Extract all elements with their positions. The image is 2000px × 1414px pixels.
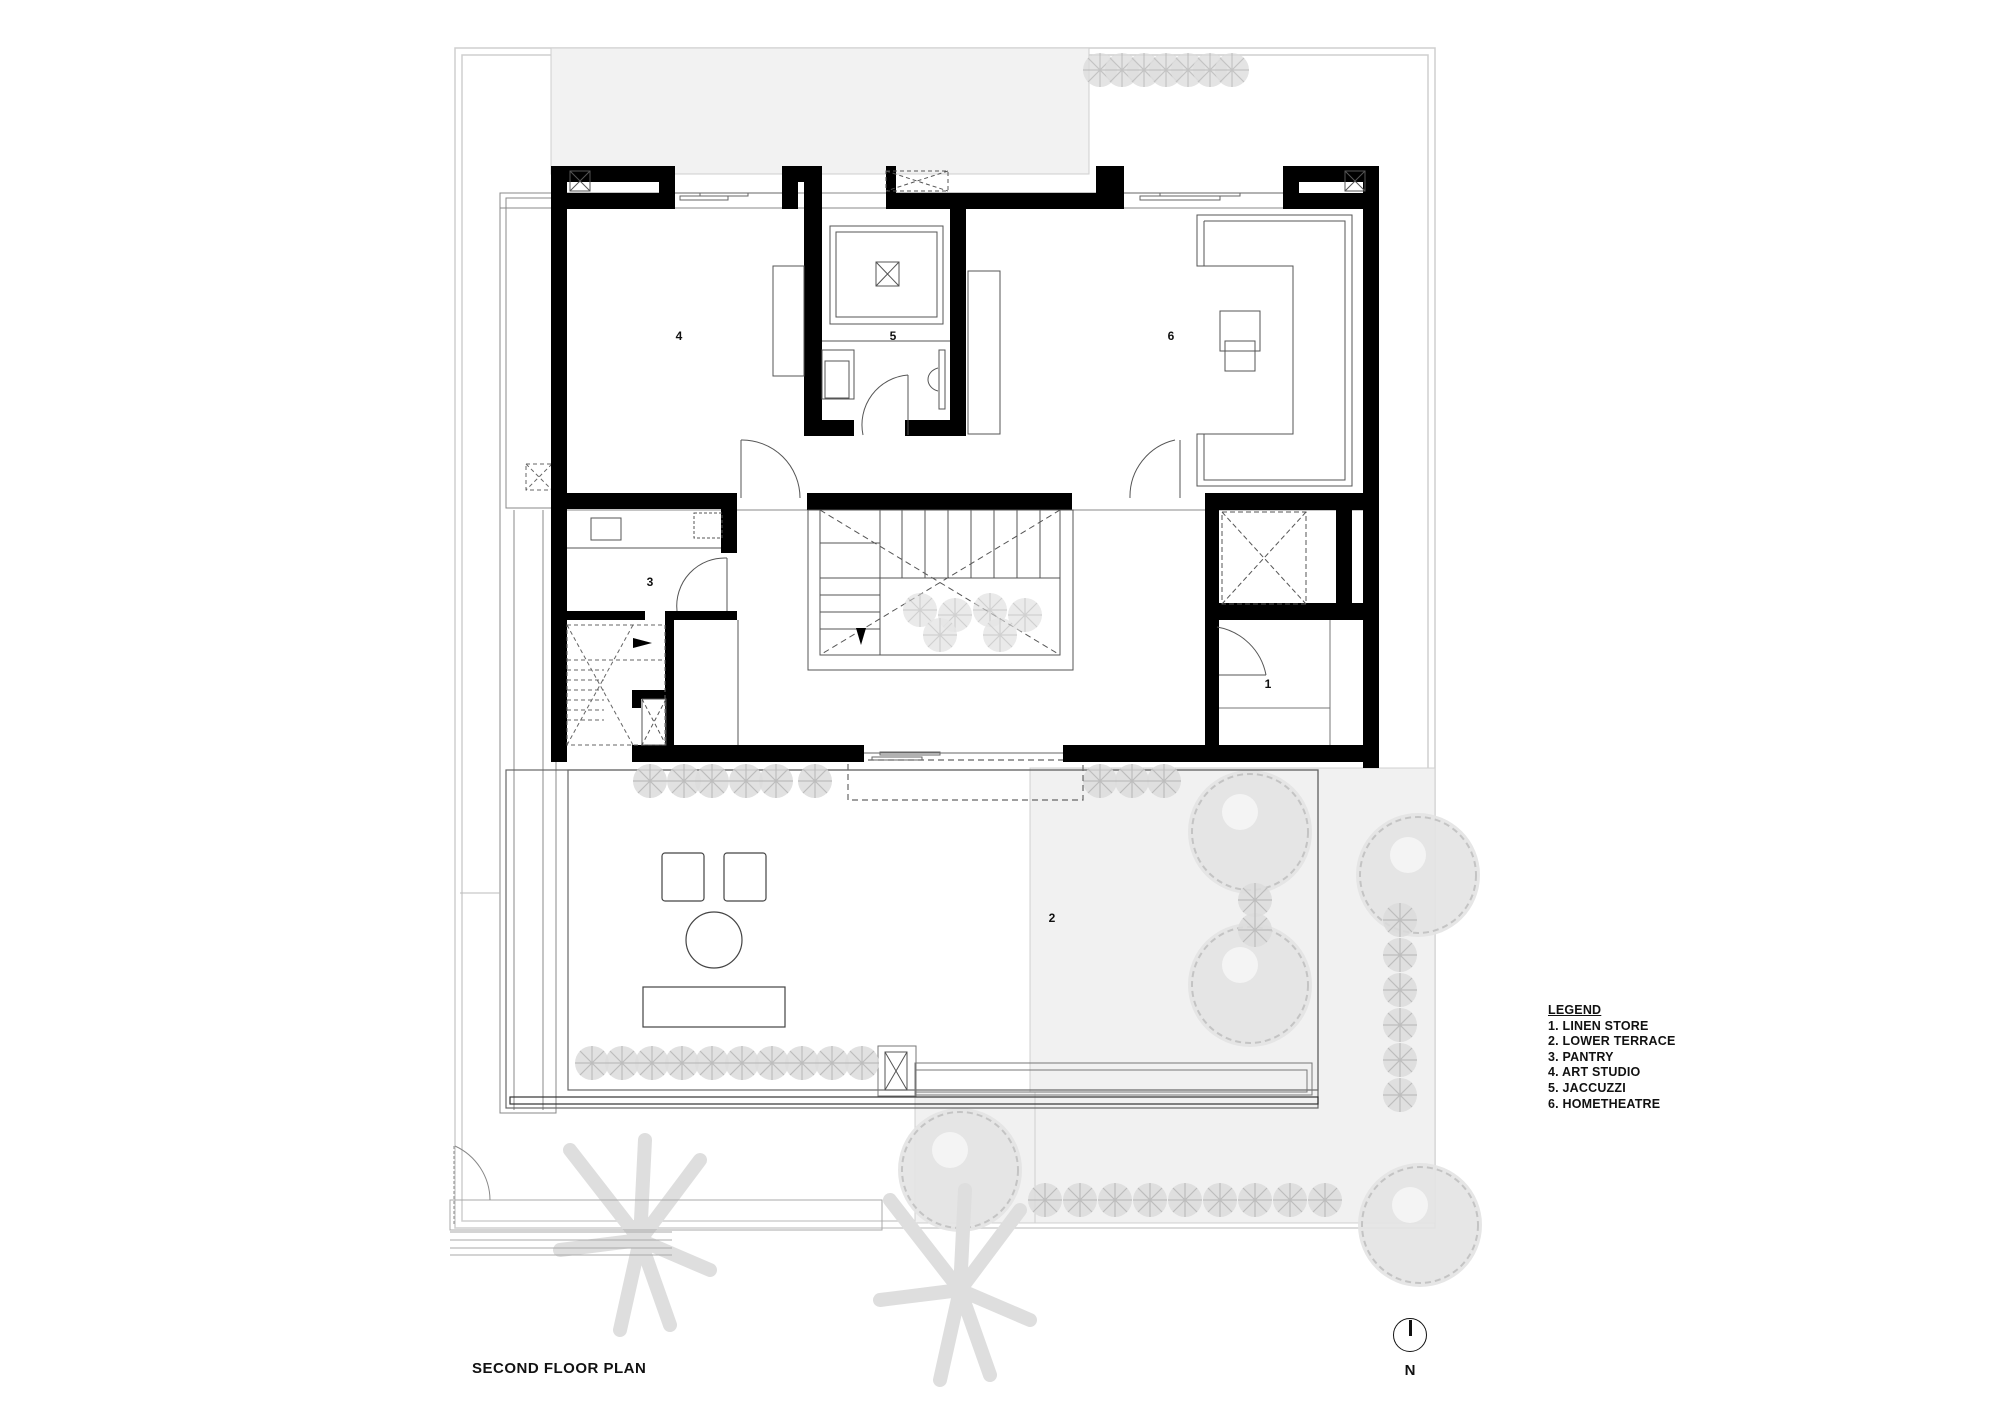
service-stair	[566, 624, 666, 746]
window-sliders	[675, 192, 1283, 761]
walls	[551, 166, 1379, 768]
art-studio-counter	[772, 265, 805, 377]
linen-store-shelves	[1219, 620, 1331, 745]
terrace-planter-edge	[877, 1045, 1313, 1097]
legend: LEGEND 1. LINEN STORE 2. LOWER TERRACE 3…	[1548, 1003, 1676, 1112]
left-ledge	[460, 192, 557, 1114]
hometheatre-seating	[1196, 214, 1353, 487]
pantry-fixtures	[567, 512, 723, 549]
legend-item: 5. JACCUZZI	[1548, 1080, 1626, 1095]
legend-item: 4. ART STUDIO	[1548, 1065, 1641, 1080]
legend-item: 3. PANTRY	[1548, 1049, 1614, 1064]
legend-item: 2. LOWER TERRACE	[1548, 1034, 1676, 1049]
room-label-3: 3	[646, 575, 654, 589]
drawing-title: SECOND FLOOR PLAN	[472, 1360, 647, 1377]
hometheatre-counter	[967, 270, 1001, 435]
room-label-1: 1	[1264, 677, 1272, 691]
north-needle-icon	[1408, 1320, 1412, 1336]
room-label-2: 2	[1048, 911, 1056, 925]
service-stair-arrow-icon	[633, 638, 652, 648]
room-label-4: 4	[675, 329, 683, 343]
terrace-furniture	[642, 759, 1084, 1028]
stair-void-planting	[902, 592, 1043, 653]
jacuzzi-fixture	[821, 225, 950, 436]
lower-terrace-outline	[505, 769, 1319, 1109]
terrace-shrub-row-bottom	[574, 1045, 880, 1081]
room-label-6: 6	[1167, 329, 1175, 343]
room-label-5: 5	[889, 329, 897, 343]
service-shafts	[569, 170, 1366, 746]
north-label: N	[1404, 1362, 1416, 1379]
upper-court-paving	[550, 47, 1090, 175]
bottom-shrub-row	[1027, 1182, 1343, 1218]
legend-item: 6. HOMETHEATRE	[1548, 1096, 1661, 1111]
legend-title: LEGEND	[1548, 1003, 1602, 1017]
top-shrub-row	[1082, 52, 1250, 88]
entrance-steps	[449, 1145, 883, 1256]
north-arrow: N	[1393, 1318, 1429, 1388]
north-arrow-icon	[1393, 1318, 1427, 1352]
terrace-drain	[884, 1051, 908, 1091]
ledge-planter-marker	[525, 463, 553, 491]
main-stair-arrow-icon	[856, 628, 866, 645]
terrace-shrub-row-top	[632, 763, 1182, 799]
legend-item: 1. LINEN STORE	[1548, 1018, 1649, 1033]
doors	[676, 439, 1267, 745]
